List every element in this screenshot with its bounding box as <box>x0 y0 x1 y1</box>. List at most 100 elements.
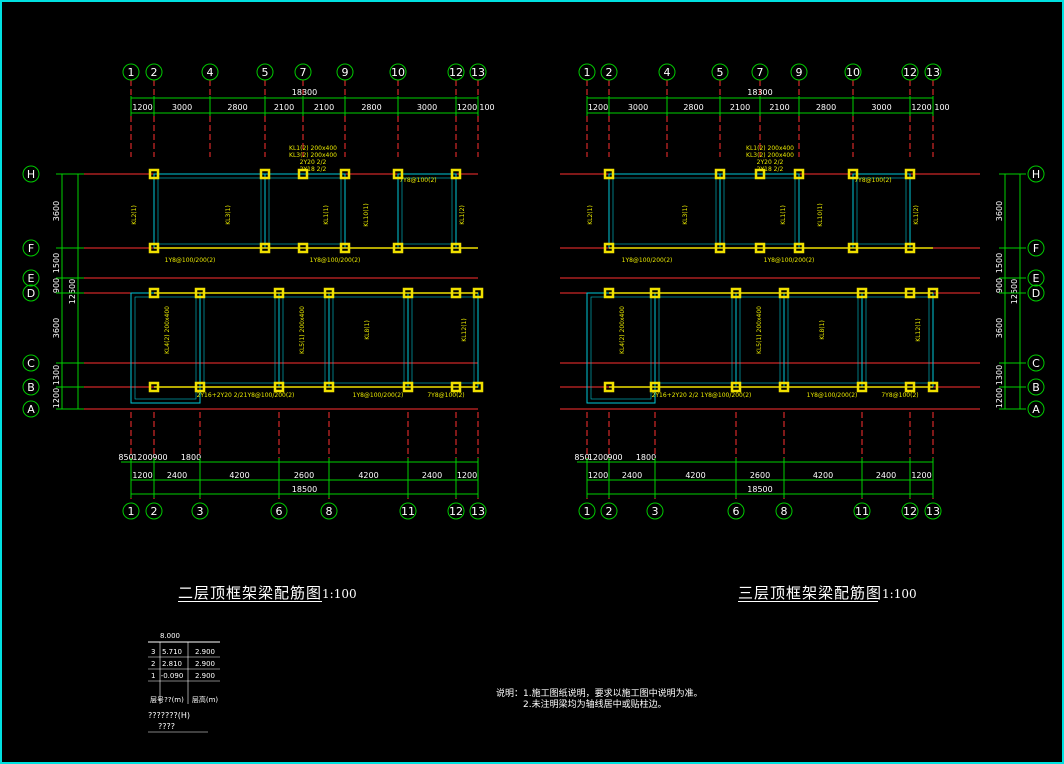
plan3-axis-bubble-top-7 <box>751 63 769 81</box>
plan3-column-12 <box>603 287 615 299</box>
plan3-column-23 <box>904 381 916 393</box>
plan3-column-0 <box>603 168 615 180</box>
plan3-column-19 <box>778 381 790 393</box>
plan3-wall-room-inner-0 <box>612 177 717 245</box>
plan2-wall-room-inner-3 <box>134 296 197 400</box>
plan3-column-17 <box>730 381 742 393</box>
plan3-scale: 1:100 <box>882 587 917 601</box>
plan2-column-3 <box>259 242 271 254</box>
plan2-axis-bubble-bot-12-label: 12 <box>449 505 463 518</box>
plan2-beam-label-mid-1: 1Y8@100/200(2) <box>310 257 361 264</box>
plan2-axis-bubble-top-7 <box>294 63 312 81</box>
plan2-column-7 <box>339 242 351 254</box>
plan3-beam-label-bay-0: KL2(1) <box>587 205 594 225</box>
plan3-axis-bubble-top-4 <box>658 63 676 81</box>
plan2-axis-bubble-top-5 <box>256 63 274 81</box>
plan3-column-3 <box>714 242 726 254</box>
plan2-column-22 <box>450 287 462 299</box>
plan2-axis-bubble-top-10-label: 10 <box>391 66 405 79</box>
plan3-axis-bubble-bot-12 <box>901 502 919 520</box>
plan2-beam-label-bay-1: KL3(1) <box>225 205 232 225</box>
plan3-row-dim-5: 1200 <box>995 388 1004 408</box>
plan3-axis-bubble-row-E <box>1027 269 1045 287</box>
plan2-column-8 <box>392 168 404 180</box>
plan3-wall-room-7 <box>861 292 934 388</box>
plan2-axis-bubble-row-H-label: H <box>27 168 35 181</box>
plan3-top-dim-7: 1200 <box>911 103 931 112</box>
plan3-axis-bubble-row-A-label: A <box>1032 403 1040 416</box>
plan3-column-16 <box>730 287 742 299</box>
plan3-axis-bubble-top-1-label: 1 <box>584 66 591 79</box>
plan2-column-19 <box>323 381 335 393</box>
plan2-axis-bubble-top-2 <box>145 63 163 81</box>
plan3-column-14 <box>649 287 661 299</box>
plan2-bot-dim1-1: 1200 <box>132 453 152 462</box>
plan2-axis-bubble-row-A-label: A <box>27 403 35 416</box>
plan2-column-17 <box>273 381 285 393</box>
plan2-bot-dim2-5: 2400 <box>422 471 442 480</box>
plan3-column-13 <box>603 381 615 393</box>
plan2-wall-room-4 <box>199 292 280 388</box>
plan3-beam-label-mid-1: 1Y8@100/200(2) <box>764 257 815 264</box>
plan3-column-10 <box>904 168 916 180</box>
plan3-axis-bubble-top-5 <box>711 63 729 81</box>
plan3-axis-bubble-row-F-label: F <box>1033 242 1039 255</box>
plan3-beam-label-bottom-1: 1Y8@100/200(2) <box>701 392 752 399</box>
plan3-beam-label-bay-4: KL1(2) <box>913 205 920 225</box>
plan2-top-extra: 100 <box>479 103 494 112</box>
plan2-bot-dim2-1: 2400 <box>167 471 187 480</box>
plan2-beam-label-bay-4: KL1(2) <box>459 205 466 225</box>
story-table-height-1: 2.900 <box>195 660 215 668</box>
plan3-axis-bubble-row-E-label: E <box>1033 272 1040 285</box>
plan2-axis-bubble-top-9 <box>336 63 354 81</box>
plan2-beam-label-bay-0: KL2(1) <box>131 205 138 225</box>
plan2-column-10 <box>450 168 462 180</box>
plan3-bot-dim2-5: 2400 <box>876 471 896 480</box>
plan2-column-1 <box>148 242 160 254</box>
plan2-beam-label-top-2: 2Y20 2/2 <box>300 159 327 166</box>
plan3-bot-dim2-3: 2600 <box>750 471 770 480</box>
plan3-top-dim-4: 2100 <box>769 103 789 112</box>
plan2-axis-bubble-row-E-label: E <box>28 272 35 285</box>
plan2-top-dim-2: 2800 <box>227 103 247 112</box>
plan3-column-11 <box>904 242 916 254</box>
plan2-bot-dim2-4: 4200 <box>358 471 378 480</box>
plan2-beam-label-lower-3: KL12(1) <box>461 318 468 341</box>
plan2-axis-bubble-row-C-label: C <box>27 357 35 370</box>
plan3-bot-dim2-1: 2400 <box>622 471 642 480</box>
plan2-beam-label-bottom-1: 1Y8@100/200(2) <box>244 392 295 399</box>
plan2-top-dim-7: 1200 <box>457 103 477 112</box>
plan3-column-7 <box>793 242 805 254</box>
plan2-axis-bubble-bot-13 <box>469 502 487 520</box>
plan2-axis-bubble-row-B <box>22 378 40 396</box>
plan3-wall-room-2 <box>852 173 911 249</box>
plan2-beam-label-lower-0: KL4(2) 200x400 <box>164 306 171 354</box>
plan2-beam-label-bottom-0: 2Y16+2Y20 2/2 <box>197 392 244 399</box>
plan3-axis-bubble-row-H-label: H <box>1032 168 1040 181</box>
plan2-axis-bubble-bot-2-label: 2 <box>151 505 158 518</box>
plan3-bot-dim2-0: 1200 <box>588 471 608 480</box>
plan2-beam-label-bay-2: KL1(1) <box>323 205 330 225</box>
plan3-column-1 <box>603 242 615 254</box>
plan3-beam-label-bay-2: KL1(1) <box>780 205 787 225</box>
plan2-row-dim-4: 1300 <box>52 365 61 385</box>
plan2-column-16 <box>273 287 285 299</box>
plan2-axis-bubble-top-13-label: 13 <box>471 66 485 79</box>
plan3-bot-dim2-6: 1200 <box>911 471 931 480</box>
plan3-axis-bubble-top-9-label: 9 <box>796 66 803 79</box>
plan3-beam-label-top-2: 2Y20 2/2 <box>757 159 784 166</box>
plan2-axis-bubble-row-C <box>22 354 40 372</box>
plan3-wall-room-4 <box>654 292 737 388</box>
plan2-top-dim-4: 2100 <box>314 103 334 112</box>
plan3-axis-bubble-row-C-label: C <box>1032 357 1040 370</box>
plan2-axis-bubble-top-12 <box>447 63 465 81</box>
plan2-row-dim-3: 3600 <box>52 318 61 338</box>
story-table-header: 8.000 <box>160 632 180 640</box>
plan2-axis-bubble-bot-11-label: 11 <box>401 505 415 518</box>
plan3-axis-bubble-row-F <box>1027 239 1045 257</box>
plan3-column-8 <box>847 168 859 180</box>
story-table-footer-0: 层号 <box>150 696 164 704</box>
plan2-axis-bubble-top-7-label: 7 <box>300 66 307 79</box>
plan2-row-dim-2: 900 <box>52 278 61 293</box>
